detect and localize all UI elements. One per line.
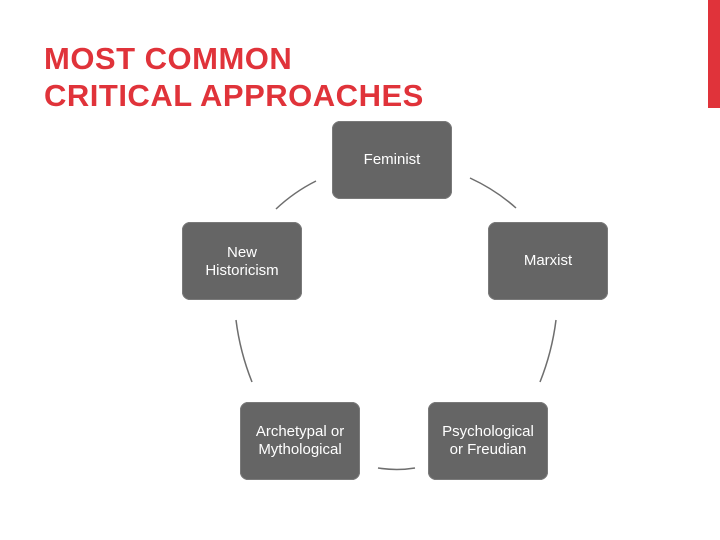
- connector-psych-arch: [377, 467, 416, 471]
- node-psychological-label: Psychological or Freudian: [442, 423, 534, 458]
- node-marxist: Marxist: [488, 222, 608, 300]
- node-archetypal-label: Archetypal or Mythological: [255, 423, 345, 458]
- connector-feminist-marxist: [469, 177, 517, 209]
- node-new-historicism: New Historicism: [182, 222, 302, 300]
- title-line-1: MOST COMMON: [44, 41, 293, 76]
- node-marxist-label: Marxist: [523, 252, 573, 269]
- node-archetypal: Archetypal or Mythological: [240, 402, 360, 480]
- accent-bar: [708, 0, 720, 108]
- node-feminist-label: Feminist: [363, 151, 421, 168]
- node-psychological: Psychological or Freudian: [428, 402, 548, 480]
- slide-title: MOST COMMON CRITICAL APPROACHES: [44, 40, 424, 114]
- node-new-historicism-label: New Historicism: [205, 244, 279, 279]
- connector-newhist-feminist: [275, 180, 317, 210]
- connector-arch-newhist: [235, 319, 253, 383]
- node-feminist: Feminist: [332, 121, 452, 199]
- connector-marxist-psych: [539, 319, 557, 383]
- title-line-2: CRITICAL APPROACHES: [44, 78, 424, 113]
